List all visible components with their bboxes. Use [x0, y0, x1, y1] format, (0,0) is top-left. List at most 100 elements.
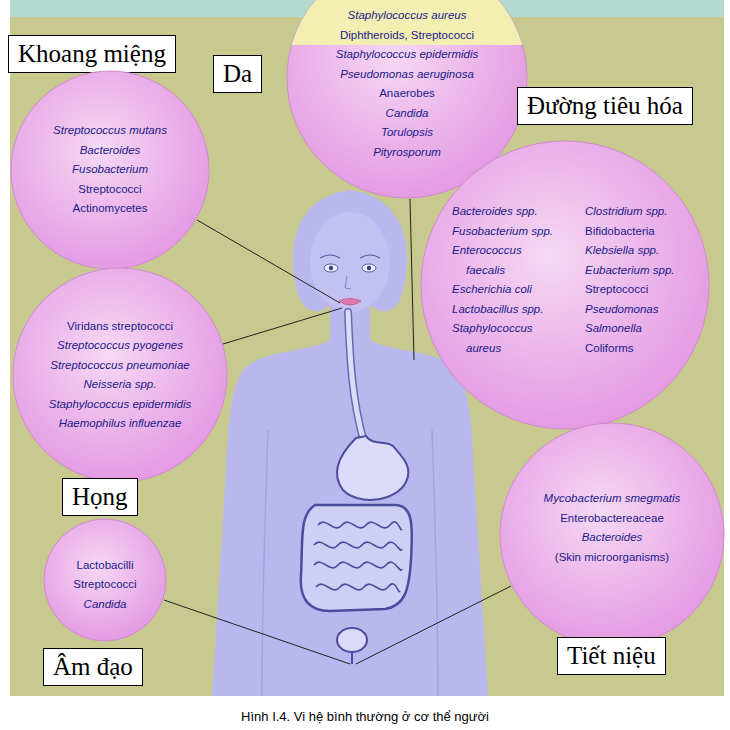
- circle-cap: [286, 0, 528, 45]
- organism-name: Staphylococcus aureus: [348, 6, 467, 26]
- text-stack: Mycobacterium smegmatisEnterobactereacea…: [499, 489, 725, 567]
- organism-name: Bifidobacteria: [585, 222, 675, 242]
- flora-circle: LactobacilliStreptococciCandida: [43, 518, 167, 642]
- text-column: Bacteroides spp.Fusobacterium spp.Entero…: [452, 202, 560, 358]
- organism-name: Torulopsis: [381, 123, 433, 143]
- organism-name: Candida: [84, 595, 127, 615]
- region-label-box: Đường tiêu hóa: [517, 87, 693, 125]
- leader-line: [356, 586, 511, 664]
- large-intestine: [301, 505, 412, 611]
- flora-circle: Viridans streptococciStreptococcus pyoge…: [12, 267, 228, 483]
- face: [310, 212, 390, 312]
- circle-outline: [421, 141, 709, 429]
- organism-name: Diphtheroids, Streptococci: [340, 26, 474, 46]
- region-label: Tiết niệu: [567, 641, 656, 671]
- pupil: [329, 266, 333, 270]
- circle-outline: [44, 519, 166, 641]
- lips: [339, 299, 361, 306]
- flora-circle: Bacteroides spp.Fusobacterium spp.Entero…: [420, 140, 710, 430]
- organism-name: Haemophilus influenzae: [59, 414, 182, 434]
- organism-name: Anaerobes: [379, 84, 435, 104]
- organism-name: Streptococci: [73, 575, 136, 595]
- organism-name: Pityrosporum: [373, 143, 441, 163]
- region-label-box: Da: [213, 55, 262, 93]
- organism-name: Eubacterium spp.: [585, 261, 675, 281]
- organism-name: Bacteroides: [80, 141, 141, 161]
- region-label-box: Khoang miệng: [8, 35, 176, 73]
- organism-name: Staphylococcus aureus: [452, 319, 560, 358]
- leader-line: [410, 199, 414, 360]
- region-label-box: Họng: [62, 478, 138, 516]
- organism-name: Pseudomonas: [585, 300, 675, 320]
- organism-name: Neisseria spp.: [84, 375, 157, 395]
- organism-name: Streptococci: [78, 180, 141, 200]
- region-label: Họng: [72, 482, 128, 512]
- organism-name: (Skin microorganisms): [555, 548, 669, 568]
- circle-outline: [11, 71, 209, 269]
- organism-name: Streptococci: [585, 280, 675, 300]
- region-label: Âm đạo: [53, 652, 133, 682]
- organism-name: Staphylococcus epidermidis: [49, 395, 192, 415]
- organism-name: Candida: [386, 104, 429, 124]
- text-stack: LactobacilliStreptococciCandida: [43, 556, 167, 615]
- organism-name: Enterococcus faecalis: [452, 241, 560, 280]
- organism-name: Lactobacillus spp.: [452, 300, 560, 320]
- organism-name: Lactobacilli: [77, 556, 134, 576]
- text-column: Clostridium spp.BifidobacteriaKlebsiella…: [585, 202, 675, 358]
- circle-outline: [500, 423, 724, 647]
- organism-name: Escherichia coli: [452, 280, 560, 300]
- organism-name: Streptococcus pneumoniae: [50, 356, 189, 376]
- eyebrow: [320, 255, 340, 258]
- leader-line: [197, 220, 340, 303]
- esophagus: [348, 312, 364, 442]
- organism-name: Clostridium spp.: [585, 202, 675, 222]
- eye: [324, 264, 338, 272]
- organism-name: Fusobacterium spp.: [452, 222, 560, 242]
- arm-line: [262, 430, 268, 696]
- flora-circle: Streptococcus mutansBacteroidesFusobacte…: [10, 70, 210, 270]
- nose: [345, 276, 351, 289]
- region-label: Đường tiêu hóa: [527, 91, 683, 121]
- esophagus-outline: [348, 312, 364, 442]
- small-intestine: [314, 542, 402, 550]
- organism-name: Viridans streptococci: [67, 317, 173, 337]
- text-stack: Staphylococcus aureusDiphtheroids, Strep…: [286, 6, 528, 162]
- small-intestine: [314, 562, 402, 570]
- region-label: Da: [223, 59, 252, 89]
- region-label-box: Tiết niệu: [557, 637, 666, 675]
- organism-name: Enterobactereaceae: [560, 509, 664, 529]
- organism-name: Klebsiella spp.: [585, 241, 675, 261]
- organism-name: Mycobacterium smegmatis: [544, 489, 681, 509]
- region-label-box: Âm đạo: [43, 648, 143, 686]
- bladder: [337, 628, 367, 652]
- arm-line: [432, 430, 438, 696]
- organism-name: Salmonella: [585, 319, 675, 339]
- circle-outline: [13, 268, 227, 482]
- organism-name: Pseudomonas aeruginosa: [340, 65, 474, 85]
- organism-name: Coliforms: [585, 339, 675, 359]
- organism-name: Streptococcus mutans: [53, 121, 167, 141]
- organism-name: Streptococcus pyogenes: [57, 336, 183, 356]
- flora-circle: Mycobacterium smegmatisEnterobactereacea…: [499, 422, 725, 648]
- leader-line: [164, 600, 350, 664]
- eye: [362, 264, 376, 272]
- organism-name: Bacteroides: [582, 528, 643, 548]
- text-stack: Streptococcus mutansBacteroidesFusobacte…: [10, 121, 210, 219]
- organism-name: Fusobacterium: [72, 160, 148, 180]
- small-intestine: [318, 522, 402, 530]
- hair: [293, 190, 407, 311]
- figure-caption: Hình I.4. Vi hệ bình thường ở cơ thể ngư…: [0, 709, 730, 725]
- text-stack: Viridans streptococciStreptococcus pyoge…: [12, 317, 228, 434]
- organism-name: Bacteroides spp.: [452, 202, 560, 222]
- organs: [301, 312, 412, 664]
- pupil: [367, 266, 371, 270]
- urethra: [351, 652, 353, 664]
- region-label: Khoang miệng: [18, 39, 166, 69]
- stomach: [337, 436, 408, 500]
- circle-shape: [12, 267, 228, 483]
- organism-name: Staphylococcus epidermidis: [336, 45, 479, 65]
- small-intestine: [316, 584, 400, 592]
- eyebrow: [360, 255, 380, 258]
